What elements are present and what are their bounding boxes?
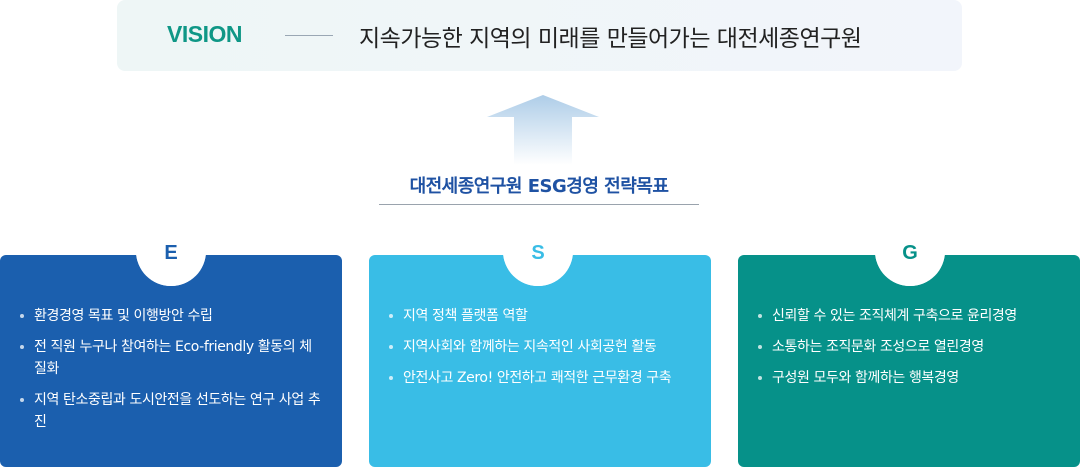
card-environment: 환경경영 목표 및 이행방안 수립 전 직원 누구나 참여하는 Eco-frie… — [0, 255, 342, 467]
badge-s: S — [503, 216, 573, 286]
up-arrow-icon — [487, 95, 599, 165]
badge-letter-e: E — [164, 242, 178, 264]
list-item: 지역 탄소중립과 도시안전을 선도하는 연구 사업 추진 — [20, 389, 324, 433]
list-item: 지역사회와 함께하는 지속적인 사회공헌 활동 — [389, 336, 693, 358]
badge-e: E — [136, 216, 206, 286]
badge-letter-g: G — [902, 242, 918, 264]
list-item: 안전사고 Zero! 안전하고 쾌적한 근무환경 구축 — [389, 367, 693, 389]
card-governance: 신뢰할 수 있는 조직체계 구축으로 윤리경영 소통하는 조직문화 조성으로 열… — [738, 255, 1080, 467]
card-social: 지역 정책 플랫폼 역할 지역사회와 함께하는 지속적인 사회공헌 활동 안전사… — [369, 255, 711, 467]
list-item: 구성원 모두와 함께하는 행복경영 — [758, 367, 1062, 389]
list-item: 환경경영 목표 및 이행방안 수립 — [20, 305, 324, 327]
vision-label: VISION — [167, 21, 242, 47]
vision-statement: 지속가능한 지역의 미래를 만들어가는 대전세종연구원 — [359, 26, 862, 52]
social-goal-list: 지역 정책 플랫폼 역할 지역사회와 함께하는 지속적인 사회공헌 활동 안전사… — [389, 305, 693, 398]
list-item: 소통하는 조직문화 조성으로 열린경영 — [758, 336, 1062, 358]
list-item: 전 직원 누구나 참여하는 Eco-friendly 활동의 체질화 — [20, 336, 324, 380]
vision-divider — [285, 35, 333, 36]
list-item: 신뢰할 수 있는 조직체계 구축으로 윤리경영 — [758, 305, 1062, 327]
governance-goal-list: 신뢰할 수 있는 조직체계 구축으로 윤리경영 소통하는 조직문화 조성으로 열… — [758, 305, 1062, 398]
environment-goal-list: 환경경영 목표 및 이행방안 수립 전 직원 누구나 참여하는 Eco-frie… — [20, 305, 324, 442]
esg-strategy-title: 대전세종연구원 ESG경영 전략목표 — [409, 176, 669, 197]
badge-g: G — [875, 216, 945, 286]
badge-letter-s: S — [531, 242, 545, 264]
vision-banner: VISION 지속가능한 지역의 미래를 만들어가는 대전세종연구원 — [117, 0, 962, 71]
list-item: 지역 정책 플랫폼 역할 — [389, 305, 693, 327]
title-underline — [379, 204, 699, 205]
